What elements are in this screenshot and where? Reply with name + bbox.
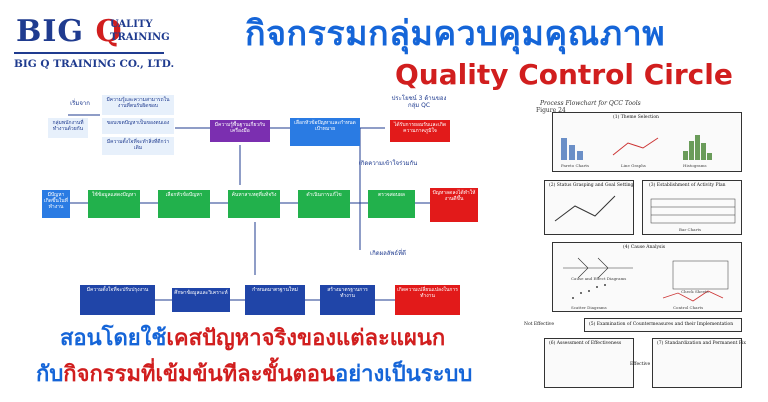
qcc-step4-label: (4) Cause Analysis [623, 245, 666, 250]
subtitle-line-1: สอนโดยใช้เคสปัญหาจริงของแต่ละแผนก [60, 320, 445, 355]
qcc-chart-bar: Bar Charts [679, 227, 702, 232]
flow-mid-box-1: ใช้ข้อมูลแสดงปัญหา [88, 190, 140, 218]
flow-top-col1-a: มีความรู้และความสามารถในงานที่ตนรับผิดชอ… [102, 95, 174, 115]
flow-left-box: มีปัญหาเกิดขึ้นในที่ทำงาน [42, 190, 70, 218]
flow-bottom-box-2: ศึกษาข้อมูลและวิเคราะห์ [172, 288, 230, 312]
logo-stack: UALITY TRAINING [110, 19, 170, 43]
qcc-step3-label: (3) Establishment of Activity Plan [649, 183, 726, 188]
logo-big: BIG Q [16, 14, 123, 49]
qcc-step1-charts [561, 135, 712, 160]
flow-purple-box: มีความรู้พื้นฐานเกี่ยวกับเครื่องมือ [210, 120, 270, 142]
qcc-step6-label: (6) Assessment of Effectiveness [549, 341, 622, 346]
logo-company: BIG Q TRAINING CO., LTD. [14, 58, 175, 70]
subtitle-line-2: กับกิจกรรมที่เข้มข้นทีละขั้นตอนอย่างเป็น… [36, 356, 472, 391]
qcc-step1-label: (1) Theme Selection [613, 115, 659, 120]
qcc-step3-chart [650, 198, 736, 224]
qcc-chart-line: Line Graphs [621, 163, 646, 168]
qcc-step7-box: (7) Standardization and Permanent Fix [652, 338, 746, 388]
qcc-not-effective: Not Effective [524, 322, 555, 327]
process-flow-diagram: เริ่มจาก กลุ่มพนักงานที่ทำงานด้วยกัน มีค… [40, 90, 495, 320]
qcc-step5-box: (5) Examination of Countermeasures and t… [584, 318, 742, 332]
qcc-figure: Figure 24 [536, 107, 566, 114]
flow-mid-box-4: ดำเนินการแก้ไข [298, 190, 350, 218]
flow-red-bottom: เกิดความเปลี่ยนแปลงในการทำงาน [395, 285, 460, 315]
flow-mid-box-5: ตรวจสอบผล [368, 190, 415, 218]
flow-mid-box-3: ค้นหาสาเหตุที่แท้จริง [228, 190, 280, 218]
qcc-step2-chart [554, 195, 616, 222]
flow-top-col1-b: ขอบเขตปัญหาเป็นของตนเอง [102, 118, 174, 134]
qcc-step2-box: (2) Status Grasping and Goal Setting [544, 180, 634, 235]
qcc-step4-charts [563, 257, 729, 302]
subtitle-1-a: สอนโดยใช้ [60, 326, 167, 351]
flow-connectors [68, 114, 430, 301]
flow-blue-top: เลือกหัวข้อปัญหาและกำหนดเป้าหมาย [290, 118, 360, 146]
logo-rule [14, 52, 164, 54]
qcc-step6-box: (6) Assessment of Effectiveness [544, 338, 634, 388]
flow-label-b: เกิดผลลัพธ์ที่ดี [370, 250, 406, 257]
flow-bottom-box-1: มีความตั้งใจที่จะปรับปรุงงาน [80, 285, 155, 315]
qcc-step3-box: (3) Establishment of Activity Plan Bar C… [642, 180, 742, 235]
qcc-chart-cause-effect: Cause and Effect Diagrams [571, 276, 627, 281]
subtitle-2-c: อย่างเป็นระบบ [335, 362, 473, 387]
qcc-title: Process Flowchart for QCC Tools [540, 100, 641, 107]
qcc-chart-scatter: Scatter Diagrams [571, 305, 607, 310]
flow-mid-box-2: เลือกหัวข้อปัญหา [158, 190, 210, 218]
flow-benefit-label: ประโยชน์ 3 ด้านของกลุ่ม QC [391, 95, 447, 109]
flow-red-mid: ปัญหาลดลงได้ทำให้งานดีขึ้น [430, 188, 478, 222]
flow-bottom-box-3: กำหนดมาตรฐานใหม่ [245, 285, 305, 315]
qcc-chart-histogram: Histograms [683, 163, 707, 168]
qcc-chart-pareto: Pareto Charts [561, 163, 590, 168]
qcc-chart-control: Control Charts [673, 305, 704, 310]
flow-red-top: ได้รับการยอมรับและเกิดความภาคภูมิใจ [390, 120, 450, 142]
flow-start-box: กลุ่มพนักงานที่ทำงานด้วยกัน [48, 118, 88, 138]
title-thai: กิจกรรมกลุ่มควบคุมคุณภาพ [245, 14, 666, 54]
qcc-tools-flowchart: Process Flowchart for QCC Tools Figure 2… [522, 100, 752, 390]
flow-start-label: เริ่มจาก [70, 100, 90, 107]
subtitle-1-b: เคสปัญหาจริงของแต่ละแผนก [166, 326, 446, 351]
subtitle-2-a: กับ [36, 362, 64, 387]
qcc-step2-label: (2) Status Grasping and Goal Setting [549, 183, 634, 188]
title-english: Quality Control Circle [395, 58, 733, 91]
qcc-step5-label: (5) Examination of Countermeasures and t… [589, 322, 734, 327]
qcc-step1-box: (1) Theme Selection Pareto Charts Line G… [552, 112, 742, 172]
qcc-step4-box: (4) Cause Analysis Cause and Effect Diag… [552, 242, 742, 312]
qcc-chart-check-sheets: Check Sheets [681, 289, 709, 294]
qcc-step7-label: (7) Standardization and Permanent Fix [657, 341, 746, 346]
company-logo: BIG Q UALITY TRAINING BIG Q TRAINING CO.… [10, 8, 174, 78]
flow-label-a: เกิดความเข้าใจร่วมกัน [358, 160, 418, 167]
flow-top-col1-c: มีความตั้งใจที่จะทำสิ่งที่ดีกว่าเดิม [102, 137, 174, 155]
qcc-effective: Effective [630, 362, 651, 367]
subtitle-2-b: กิจกรรมที่เข้มข้นทีละขั้นตอน [63, 362, 336, 387]
flow-bottom-box-4: สร้างมาตรฐานการทำงาน [320, 285, 375, 315]
